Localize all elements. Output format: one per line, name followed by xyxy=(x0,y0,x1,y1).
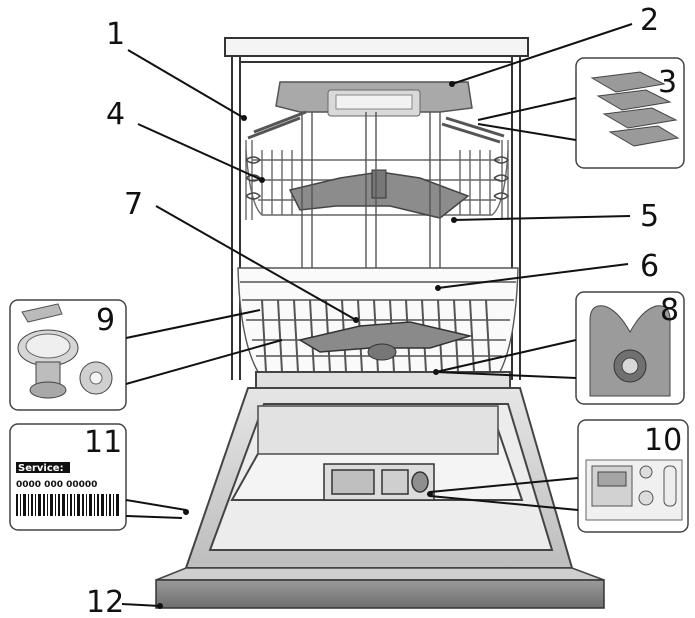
callout-6: 6 xyxy=(640,249,659,284)
service-number: 0000 000 00000 xyxy=(16,480,97,490)
callout-8: 8 xyxy=(660,293,679,328)
leader-11b xyxy=(126,516,182,518)
leader-1 xyxy=(128,50,244,118)
callout-4: 4 xyxy=(106,97,125,132)
callout-11: 11 xyxy=(84,425,122,460)
callout-9: 9 xyxy=(96,303,115,338)
callout-12: 12 xyxy=(86,585,124,618)
callout-1: 1 xyxy=(106,17,125,52)
barcode xyxy=(16,494,119,516)
leader-5 xyxy=(454,216,630,220)
service-title: Service: xyxy=(18,463,64,474)
middle-spray-arm xyxy=(290,170,468,218)
callout-10: 10 xyxy=(644,423,682,458)
callout-7: 7 xyxy=(124,187,143,222)
plinth xyxy=(156,568,604,608)
leader-12 xyxy=(122,604,160,606)
callout-5: 5 xyxy=(640,199,659,234)
leader-4 xyxy=(138,124,262,180)
callout-2: 2 xyxy=(640,3,659,38)
leader-11a xyxy=(126,500,186,510)
callout-3: 3 xyxy=(658,65,677,100)
detergent-dispenser xyxy=(324,464,434,500)
leader-3a xyxy=(478,98,576,120)
